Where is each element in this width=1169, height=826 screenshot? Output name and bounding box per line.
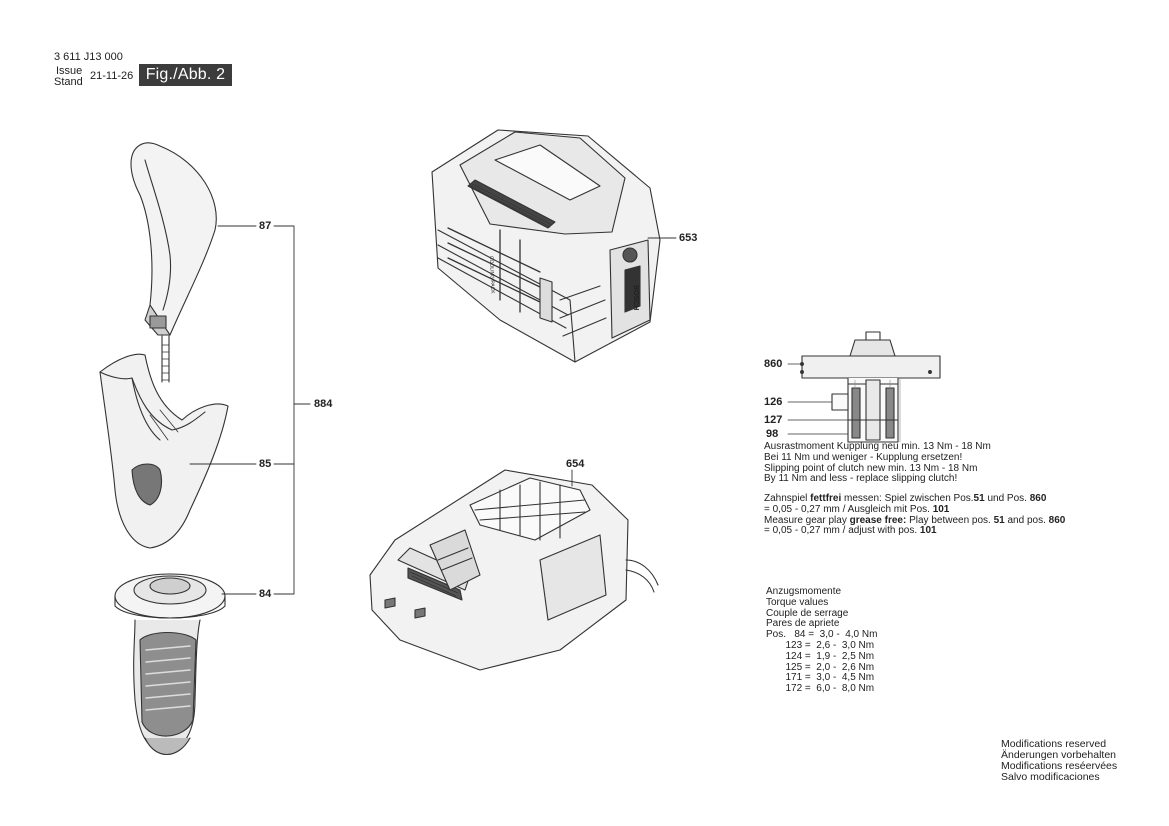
torque-row: 172 = 6,0 - 8,0 Nm — [766, 683, 875, 695]
torque-title: Torque values — [766, 596, 829, 608]
document-number: 3 611 J13 000 — [54, 51, 123, 63]
torque-row: 125 = 2,0 - 2,6 Nm — [766, 661, 875, 673]
gear-note-line: Measure gear play grease free: Play betw… — [764, 514, 1066, 526]
callout-85: 85 — [259, 458, 272, 470]
gear-note-line: Zahnspiel fettfrei messen: Spiel zwische… — [764, 493, 1047, 504]
callout-654: 654 — [566, 458, 585, 470]
clutch-note-line: By 11 Nm and less - replace slipping clu… — [764, 473, 958, 485]
torque-title: Pares de apriete — [766, 618, 840, 630]
grip-handle-part-84 — [114, 573, 226, 755]
torque-values-block: Anzugsmomente Torque values Couple de se… — [766, 586, 878, 695]
gear-note-line: = 0,05 - 0,27 mm / Ausgleich mit Pos. 10… — [764, 503, 950, 515]
clutch-note: Ausrastmoment Kupplung neu min. 13 Nm - … — [764, 441, 991, 485]
clutch-note-line: Bei 11 Nm und weniger - Kupplung ersetze… — [764, 451, 963, 463]
charger-part-654 — [369, 469, 659, 671]
callout-127: 127 — [764, 414, 783, 426]
battery-brand-mark: BOSCH — [632, 285, 639, 310]
callout-653: 653 — [679, 232, 698, 244]
clutch-detail-drawing — [787, 331, 941, 443]
stand-label: Stand — [54, 76, 83, 88]
modifications-line: Salvo modificaciones — [1001, 771, 1100, 783]
callout-87: 87 — [259, 220, 272, 232]
torque-row: 123 = 2,6 - 3,0 Nm — [766, 639, 875, 651]
torque-title: Couple de serrage — [766, 607, 849, 619]
torque-row: Pos. 84 = 3,0 - 4,0 Nm — [766, 629, 878, 641]
issue-date: 21-11-26 — [90, 70, 134, 82]
clutch-note-line: Ausrastmoment Kupplung neu min. 13 Nm - … — [764, 441, 991, 452]
callout-860: 860 — [764, 358, 783, 370]
handle-sleeve-part-85 — [99, 353, 229, 549]
issue-label: Issue — [56, 65, 83, 77]
gear-play-note: Zahnspiel fettfrei messen: Spiel zwische… — [764, 493, 1066, 537]
modifications-line: Modifications reserved — [1001, 738, 1107, 750]
battery-cooling-mark: COOLING PACK — [488, 256, 495, 295]
callout-884: 884 — [314, 398, 333, 410]
modifications-line: Änderungen vorbehalten — [1001, 749, 1117, 761]
figure-badge: Fig./Abb. 2 — [139, 64, 232, 86]
callout-98: 98 — [766, 428, 779, 440]
gear-note-line: = 0,05 - 0,27 mm / adjust with pos. 101 — [764, 525, 937, 537]
modifications-notice: Modifications reserved Änderungen vorbeh… — [1001, 739, 1117, 783]
clutch-note-line: Slipping point of clutch new min. 13 Nm … — [764, 462, 978, 474]
leader-lines-left — [189, 225, 311, 595]
callout-126: 126 — [764, 396, 783, 408]
strap-part-87 — [130, 142, 217, 383]
torque-row: 171 = 3,0 - 4,5 Nm — [766, 672, 875, 684]
torque-row: 124 = 1,9 - 2,5 Nm — [766, 650, 875, 662]
modifications-line: Modifications reséervées — [1001, 760, 1118, 772]
battery-pack-part-653 — [431, 129, 677, 363]
callout-84: 84 — [259, 588, 272, 600]
torque-title: Anzugsmomente — [766, 586, 842, 597]
